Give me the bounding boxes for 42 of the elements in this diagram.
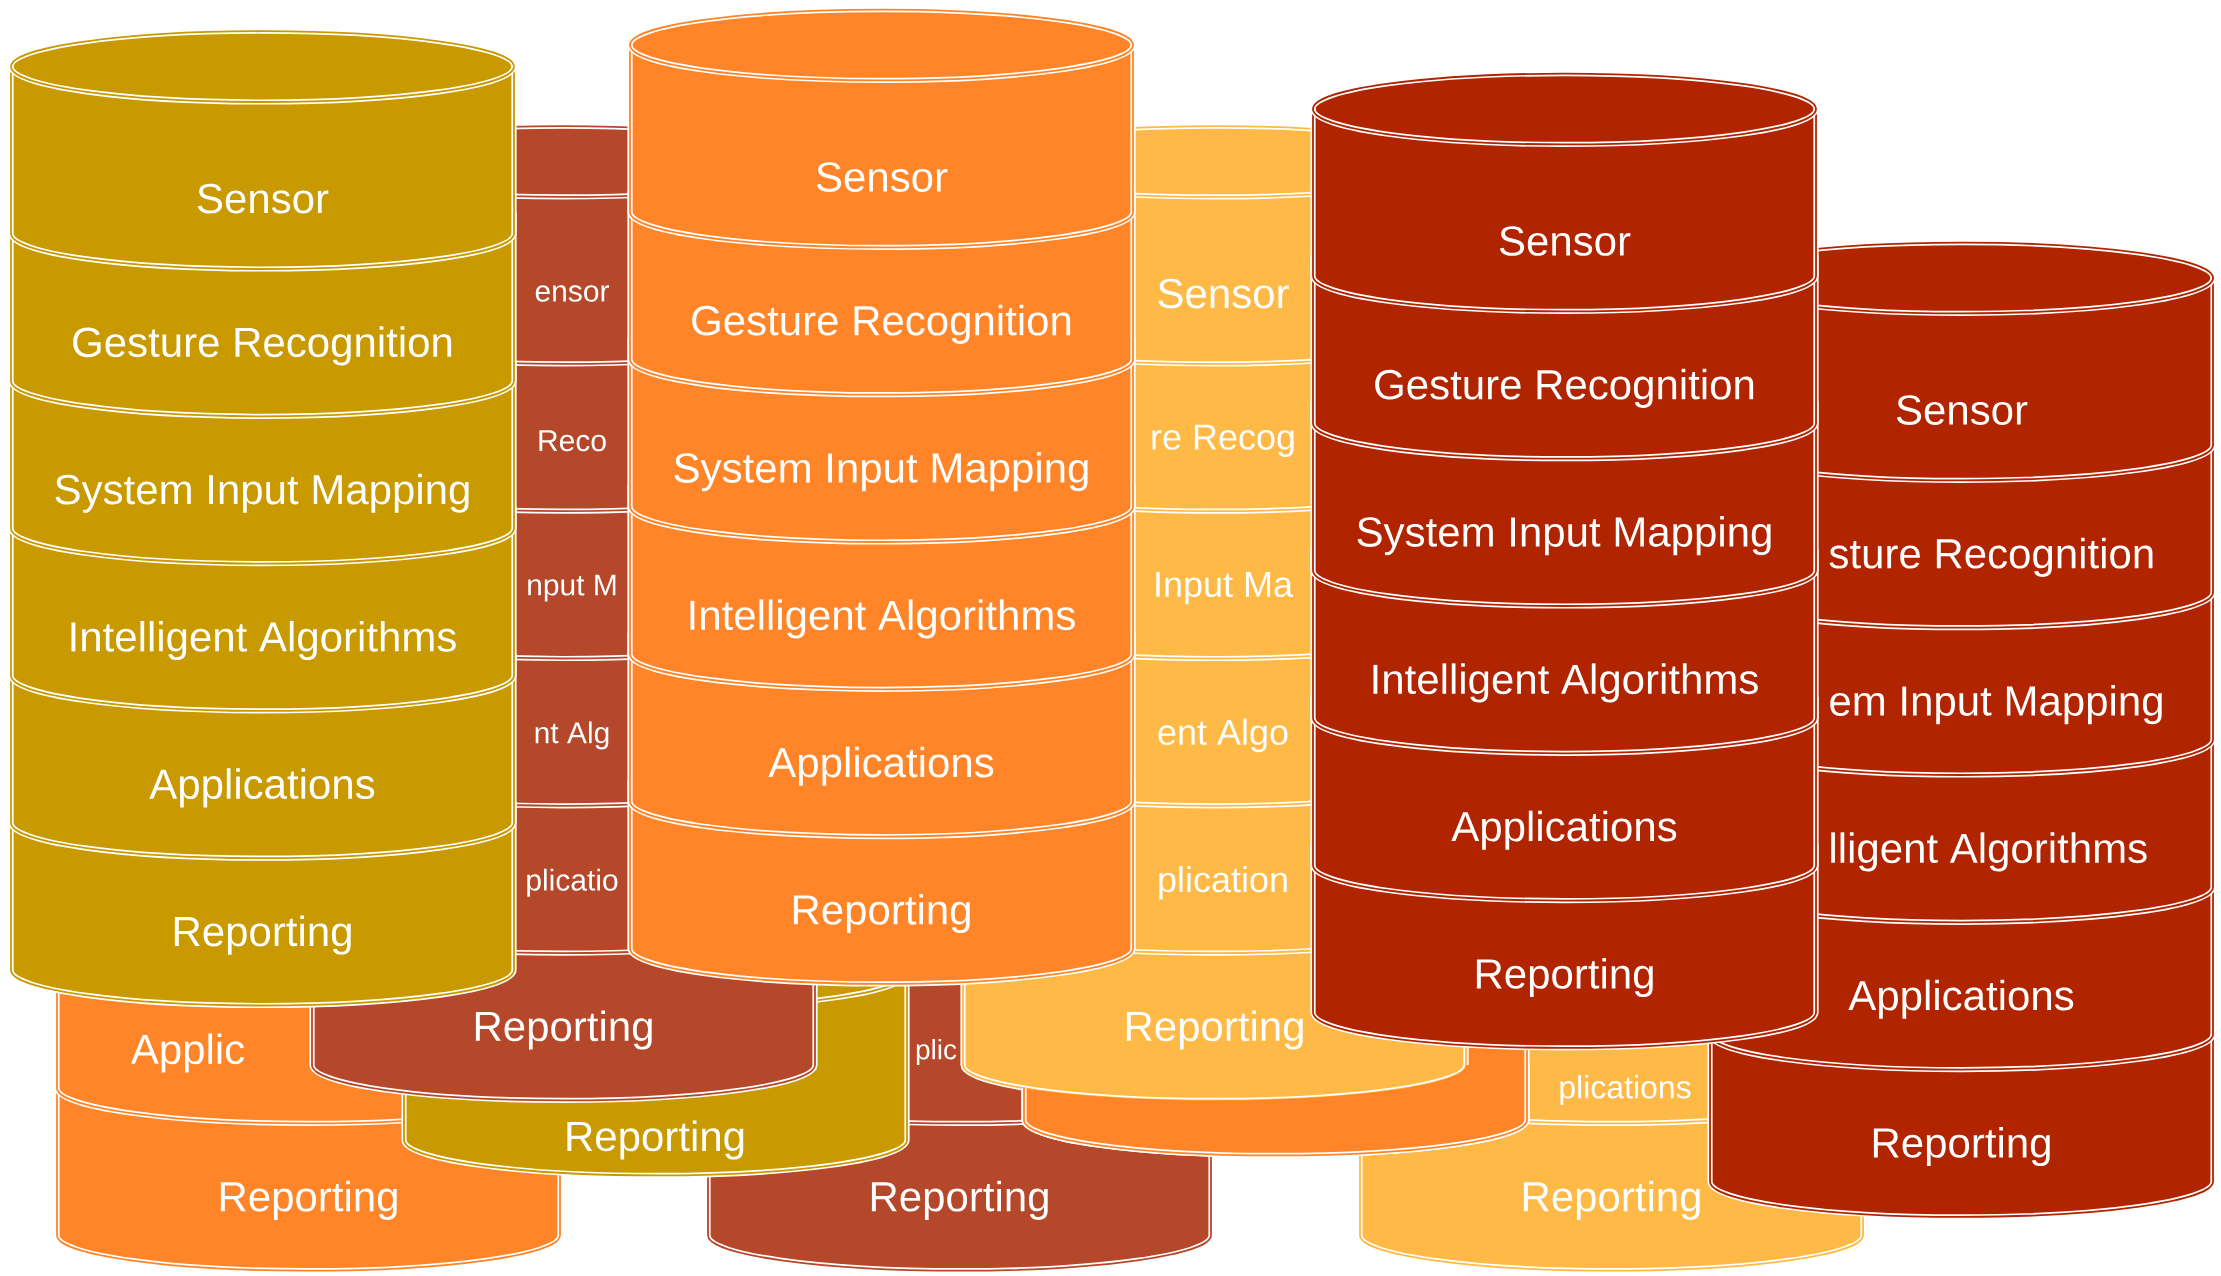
layer-label: lligent Algorithms bbox=[1831, 832, 2147, 872]
layer-label: Input Ma bbox=[1156, 572, 1293, 605]
layer-label: System Input Mapping bbox=[674, 452, 1088, 492]
layer-label: Reporting bbox=[174, 915, 351, 955]
layer-label: System Input Mapping bbox=[55, 473, 469, 513]
layer-label: Sensor bbox=[816, 162, 948, 192]
layer-label: plic bbox=[916, 1038, 957, 1066]
layer-label: Reporting bbox=[475, 1010, 652, 1050]
layer-label: Applications bbox=[1451, 810, 1677, 850]
layer-label: Intelligent Algorithms bbox=[1373, 663, 1758, 703]
layer-label: Sensor bbox=[1896, 395, 2028, 425]
layer-label: plications bbox=[1560, 1075, 1691, 1105]
layer-label: sture Recognition bbox=[1829, 537, 2153, 577]
layer-label: Sensor bbox=[1158, 278, 1289, 309]
layer-label: Gesture Recognition bbox=[73, 326, 452, 366]
layer-label: Reporting bbox=[567, 1120, 744, 1160]
layer-label: Applications bbox=[1848, 979, 2074, 1019]
layer-label: nput M bbox=[528, 574, 616, 602]
layer-label: Sensor bbox=[197, 183, 329, 214]
layer-label: Applications bbox=[149, 768, 375, 808]
layer-label: Reco bbox=[539, 430, 606, 452]
layer-label: Gesture Recognition bbox=[692, 304, 1071, 344]
layer-label: Reporting bbox=[1873, 1126, 2050, 1167]
layer-label: nt Alg bbox=[535, 721, 609, 750]
layer-label: System Input Mapping bbox=[1357, 516, 1771, 556]
layer-label: Reporting bbox=[871, 1180, 1048, 1220]
layer-label: ent Algo bbox=[1158, 718, 1288, 753]
layer-label: ensor bbox=[535, 285, 609, 302]
layer-label: Reporting bbox=[1523, 1180, 1700, 1220]
layer-label: Reporting bbox=[1476, 957, 1653, 998]
layer-label: plicatio bbox=[527, 868, 618, 897]
layer-label: re Recog bbox=[1152, 424, 1294, 457]
layer-label: Gesture Recognition bbox=[1375, 368, 1754, 408]
layer-label: Intelligent Algorithms bbox=[690, 599, 1075, 639]
layer-label: Sensor bbox=[1499, 226, 1631, 256]
layer-label: Applications bbox=[768, 746, 994, 786]
layer-label: em Input Mapping bbox=[1830, 685, 2162, 725]
layer-label: Reporting bbox=[220, 1180, 397, 1220]
layer-label: Intelligent Algorithms bbox=[71, 620, 456, 661]
layer-label: Applic bbox=[130, 1033, 245, 1073]
layer-label: plication bbox=[1159, 865, 1287, 900]
layer-label: Reporting bbox=[793, 893, 970, 934]
